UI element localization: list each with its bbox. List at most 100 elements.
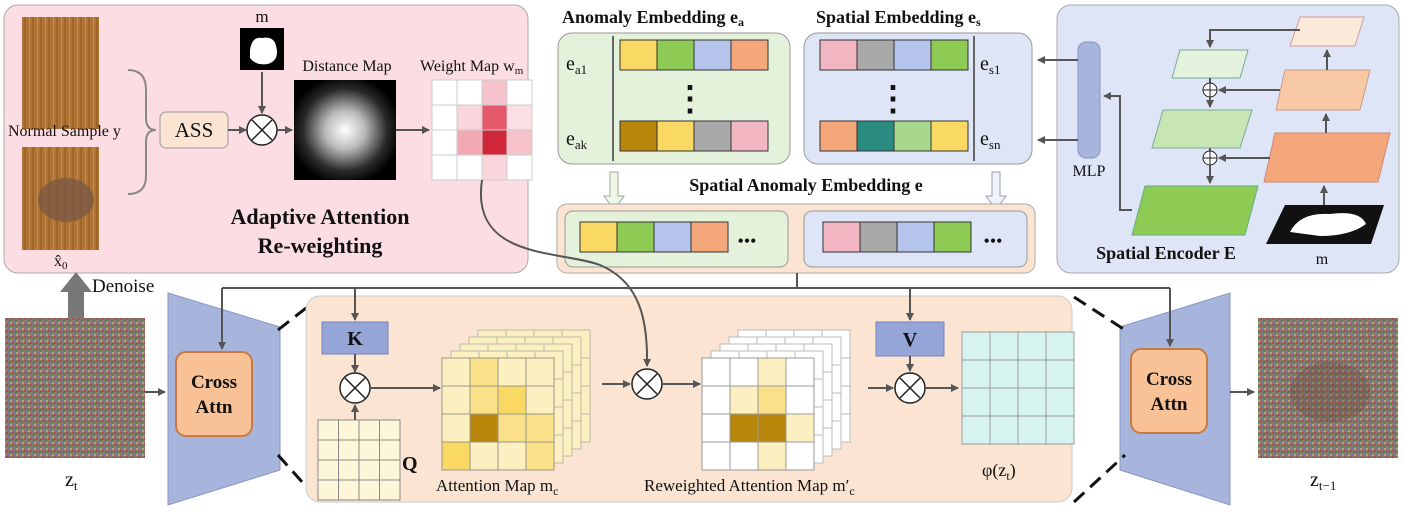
reweighted-map-cell: [785, 413, 815, 443]
enc-orange-lower: [1263, 132, 1391, 183]
attention-map-cell: [441, 357, 471, 387]
phi-grid-cell: [989, 387, 1019, 417]
v-label: V: [903, 329, 918, 351]
q-grid-cell: [338, 439, 360, 461]
embedding-cell: [856, 120, 895, 152]
distance-map-label: Distance Map: [302, 58, 391, 75]
q-grid-cell: [379, 479, 401, 501]
anomaly-row-k: [619, 120, 769, 152]
embedding-cell: [930, 120, 969, 152]
attention-map-cell: [469, 441, 499, 471]
dashed-right-top: [1073, 295, 1126, 332]
q-grid-cell: [338, 459, 360, 481]
embedding-cell: [930, 39, 969, 71]
enc-orange-upper: [1275, 69, 1371, 111]
attention-map-cell: [469, 413, 499, 443]
adaptive-title-line2: Re-weighting: [258, 233, 383, 258]
spatial-encoder-title: Spatial Encoder E: [1096, 243, 1236, 263]
reweighted-map-cell: [757, 385, 787, 415]
combined-blue-cells: [822, 221, 972, 253]
eak-label: eak: [566, 128, 588, 152]
mask-m-label: m: [255, 7, 268, 26]
attention-map-cell: [469, 357, 499, 387]
attention-map-cell: [441, 413, 471, 443]
q-grid-cell: [317, 439, 339, 461]
es1-label: es1: [980, 53, 1000, 77]
weight-map-curve: [479, 179, 652, 367]
distance-map-image: [294, 80, 396, 180]
phi-grid: [961, 331, 1075, 445]
phi-grid-cell: [1045, 387, 1075, 417]
plus-op-2-cross: [1203, 151, 1217, 165]
spatial-row-n: [819, 120, 969, 152]
phi-grid-cell: [989, 415, 1019, 445]
reweighted-map-cell: [757, 413, 787, 443]
cross-attn-left-line2: Attn: [196, 397, 233, 418]
esn-label: esn: [980, 128, 1001, 152]
enc-arrow-bottom-mlp: [1103, 92, 1132, 211]
embedding-cell: [730, 39, 769, 71]
attention-detail-panel: [305, 295, 1073, 503]
weight-map-cell: [481, 154, 508, 181]
zt-label: zt: [65, 469, 78, 493]
denoise-arrow: [60, 272, 92, 318]
embedding-cell: [616, 221, 655, 253]
q-grid-cell: [338, 479, 360, 501]
embedding-cell: [690, 221, 729, 253]
q-grid-cell: [379, 439, 401, 461]
spatial-embedding-title: Spatial Embedding es: [816, 7, 981, 29]
embedding-cell: [656, 39, 695, 71]
anomaly-vdots: ⋮: [673, 81, 707, 118]
reweighted-map-stack: [701, 329, 851, 471]
phi-grid-cell: [961, 359, 991, 389]
q-grid-cell: [358, 419, 380, 441]
phi-grid-cell: [1017, 415, 1047, 445]
mlp-label: MLP: [1073, 163, 1106, 180]
q-grid-cell: [317, 479, 339, 501]
phi-grid-cell: [961, 387, 991, 417]
encoder-mask-label: m: [1316, 251, 1329, 268]
enc-green-mid: [1151, 109, 1253, 149]
phi-grid-cell: [1017, 331, 1047, 361]
embedding-cell: [619, 39, 658, 71]
weight-map-cell: [456, 104, 483, 131]
combined-green-ellipsis: •••: [738, 231, 757, 251]
cross-attn-right: [1130, 348, 1208, 434]
hollow-arrow-left: [603, 171, 625, 211]
phi-grid-cell: [1045, 415, 1075, 445]
weight-map-cell: [481, 129, 508, 156]
attention-map-cell: [525, 385, 555, 415]
weight-map-cell: [506, 154, 533, 181]
enc-green-top: [1171, 49, 1249, 79]
v-box: [875, 321, 945, 357]
k-label: K: [347, 328, 363, 350]
embedding-cell: [896, 221, 935, 253]
weight-map-cell: [431, 154, 458, 181]
adaptive-title-line1: Adaptive Attention: [230, 204, 409, 229]
phi-grid-cell: [961, 415, 991, 445]
phi-grid-cell: [961, 331, 991, 361]
attention-map-cell: [441, 441, 471, 471]
weight-map-cell: [506, 129, 533, 156]
normal-sample-label: Normal Sample y: [8, 123, 121, 140]
weight-map-cell: [506, 79, 533, 106]
dashed-right-bottom: [1072, 453, 1127, 504]
anomaly-row-1: [619, 39, 769, 71]
reweighted-map-cell: [757, 441, 787, 471]
combined-blue-ellipsis: •••: [984, 231, 1003, 251]
cross-attn-right-line1: Cross: [1146, 369, 1192, 390]
brace: [127, 69, 157, 195]
weight-map-cell: [456, 129, 483, 156]
mult-op-1-x: [251, 119, 273, 141]
reweighted-map-cell: [701, 357, 731, 387]
hollow-arrow-right: [985, 171, 1007, 211]
phi-grid-cell: [1045, 359, 1075, 389]
zt1-label: zt−1: [1310, 469, 1336, 493]
weight-map-cell: [431, 79, 458, 106]
anomaly-stain: [38, 178, 94, 222]
embedding-cell: [656, 120, 695, 152]
phi-grid-cell: [1017, 359, 1047, 389]
combined-green-cells: [579, 221, 729, 253]
attention-map-cell: [525, 441, 555, 471]
